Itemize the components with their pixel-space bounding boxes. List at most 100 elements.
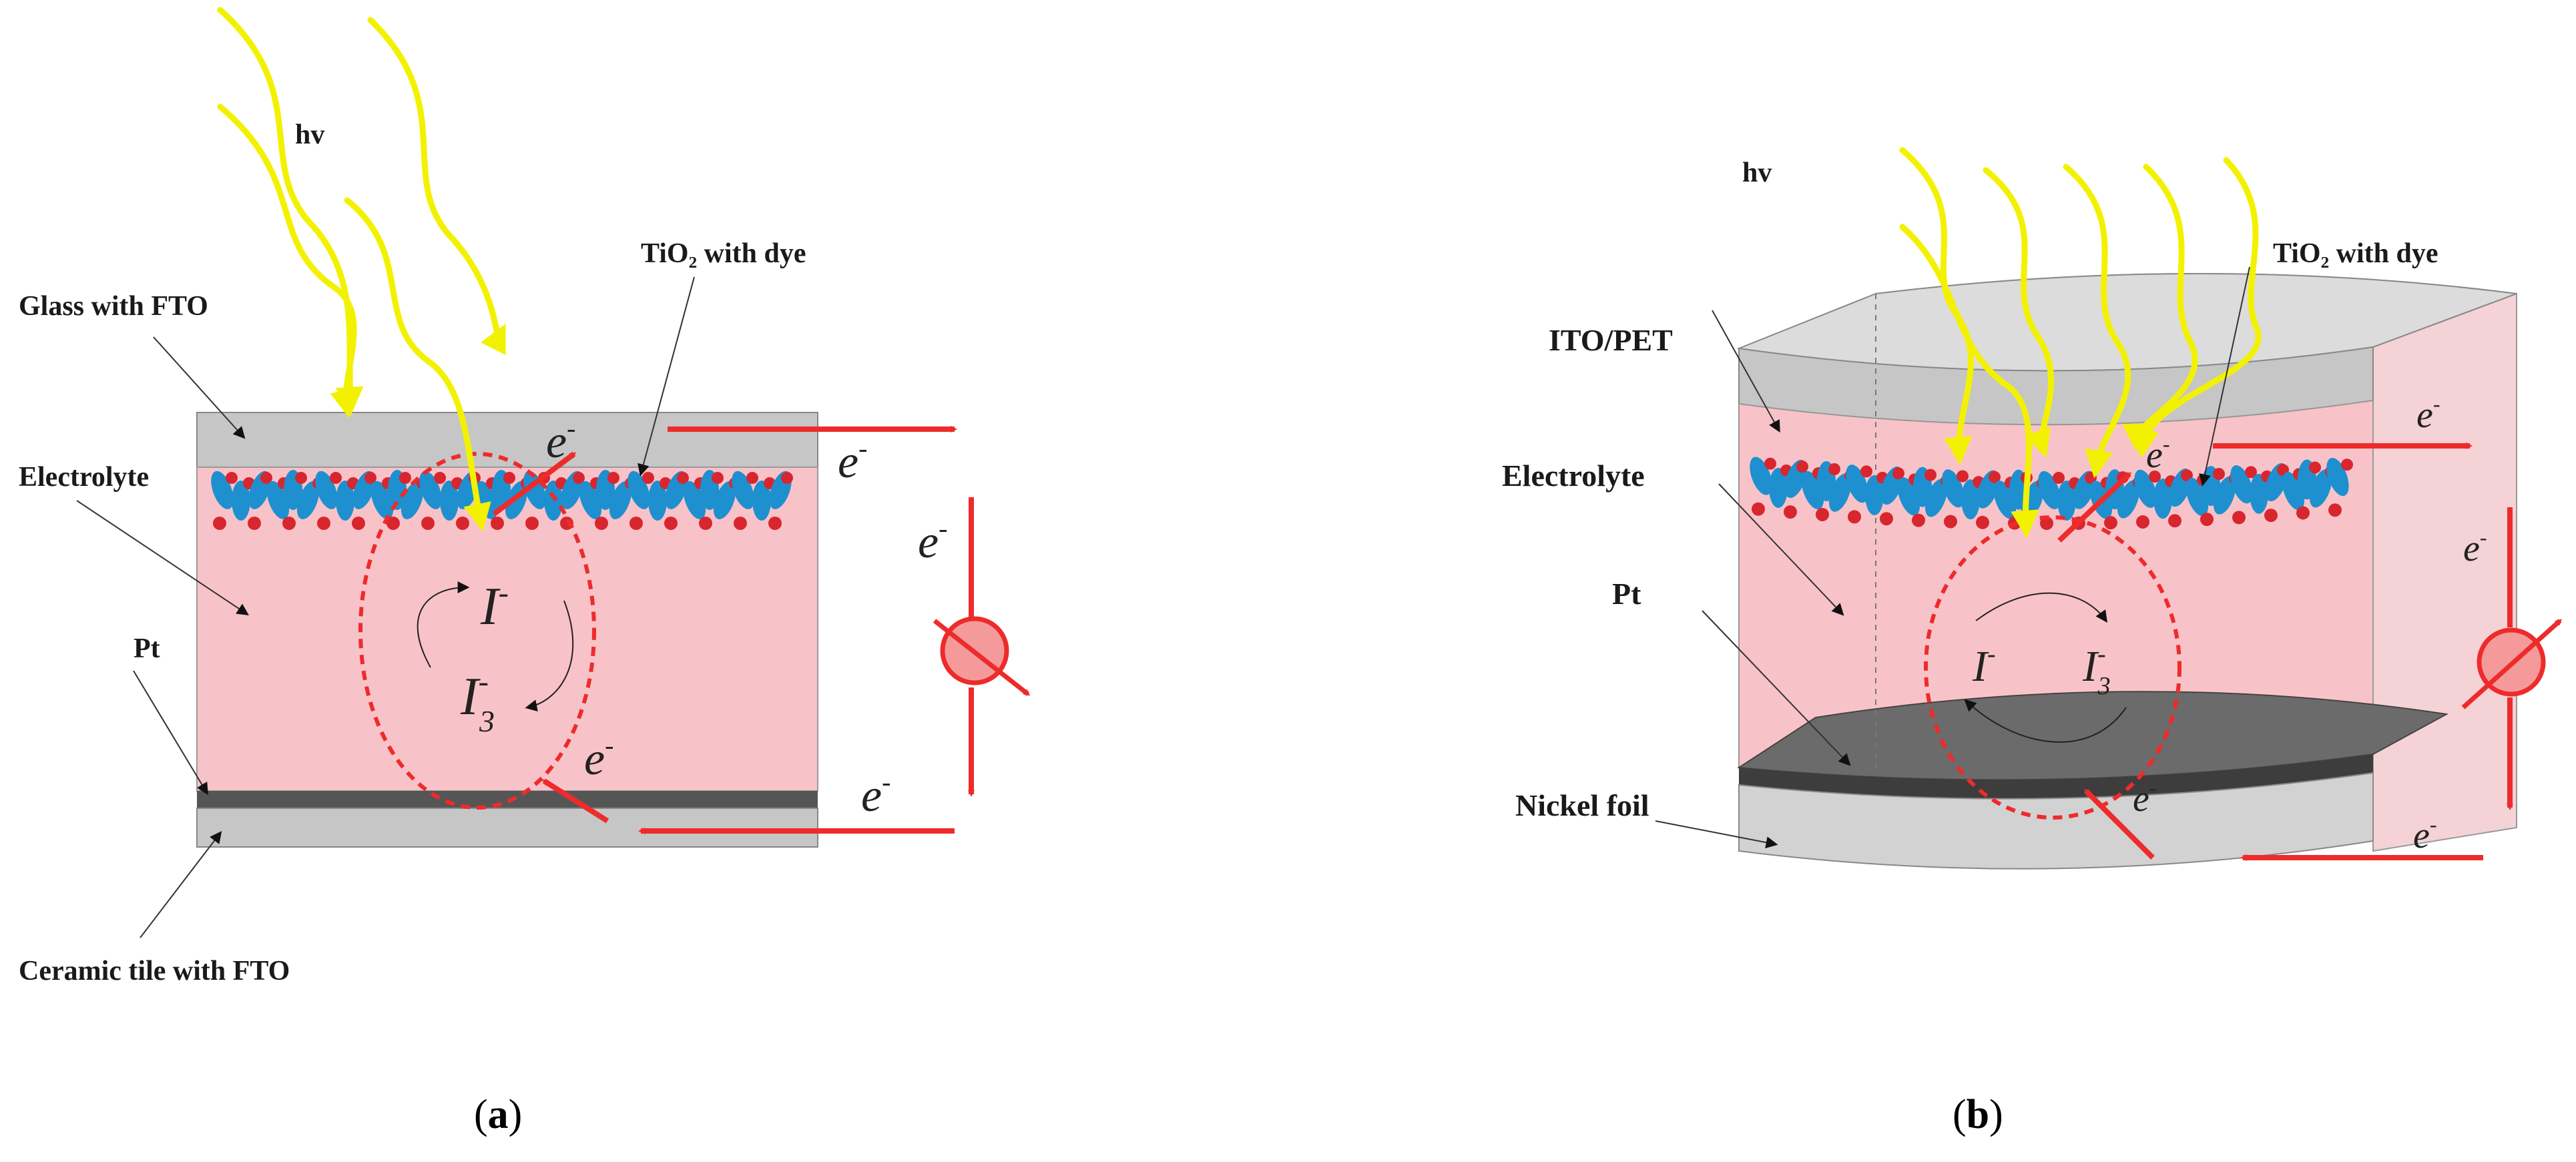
- pt-label: Pt: [134, 633, 160, 664]
- redox-curve-upper-b: [1975, 592, 2108, 623]
- dye-particle: [525, 517, 539, 530]
- dye-particle: [2149, 470, 2161, 483]
- electron-circuit: [492, 426, 975, 834]
- leader-glass: [153, 336, 246, 439]
- e-return-arrow-b: [2084, 789, 2155, 860]
- dye-molecule: [683, 481, 706, 519]
- dye-particle: [2296, 506, 2310, 520]
- e-return-arrow: [541, 778, 609, 824]
- dye-particle: [330, 472, 342, 484]
- dye-particle: [1924, 469, 1937, 481]
- dye-molecule: [266, 481, 290, 519]
- dye-particle: [2168, 514, 2181, 528]
- leader-lines-b: [1655, 266, 2250, 849]
- electron-label-return-b: e-: [2133, 776, 2157, 820]
- dye-particle: [699, 517, 712, 530]
- glass-fto-label: Glass with FTO: [19, 291, 208, 322]
- dye-particle: [226, 472, 238, 484]
- dye-particle: [2232, 511, 2246, 525]
- dye-particle: [1796, 461, 1808, 473]
- panel-b-caption: (b): [1953, 1092, 2003, 1137]
- tio2-dye-particles: [211, 470, 793, 530]
- load-resistor-arrow: [933, 619, 1031, 696]
- dye-particle: [1848, 510, 1861, 524]
- electrolyte-label: Electrolyte: [19, 462, 149, 493]
- dye-particle: [2053, 471, 2065, 484]
- dye-particle: [317, 517, 330, 530]
- dye-particle: [1764, 457, 1776, 470]
- dye-particle: [1957, 470, 1969, 483]
- tio2-label-b: TiO₂ with dye: [2273, 238, 2438, 269]
- dye-molecule: [1924, 479, 1948, 517]
- dye-particle: [1860, 465, 1872, 478]
- dye-particle: [364, 472, 376, 484]
- light-ray-b5: [2131, 157, 2262, 459]
- dye-molecule: [579, 481, 602, 519]
- redox-loop-b: [1924, 515, 2181, 820]
- electron-label-top-b: e-: [2416, 392, 2440, 436]
- electron-label-inj-b: e-: [2146, 432, 2170, 476]
- light-ray-4: [344, 197, 491, 532]
- electrolyte-layer: [196, 467, 818, 792]
- dye-particle: [629, 517, 643, 530]
- leader-lines: [76, 276, 695, 938]
- dye-particle: [573, 472, 585, 484]
- dye-particle: [248, 517, 261, 530]
- light-ray-b2: [1983, 167, 2055, 458]
- dye-particle: [1828, 463, 1840, 475]
- nickel-foil-layer: [1738, 772, 2374, 870]
- leader-tio2-b: [2199, 266, 2250, 487]
- electron-label-return: e-: [584, 730, 613, 785]
- leader-electrolyte: [76, 500, 249, 615]
- ion-i-minus: I-: [480, 575, 509, 636]
- dye-molecule: [2057, 480, 2076, 521]
- dye-particle: [282, 517, 296, 530]
- dye-particle: [746, 472, 758, 484]
- itopet-label: ITO/PET: [1549, 323, 1673, 357]
- electrolyte-label-b: Electrolyte: [1502, 459, 1645, 493]
- leader-pt-b: [1702, 610, 1851, 766]
- electron-label-injection: e-: [546, 413, 575, 468]
- dye-particle: [1816, 507, 1829, 521]
- pt-label-b: Pt: [1612, 577, 1641, 611]
- dye-molecule: [1865, 475, 1884, 515]
- dye-particle: [2136, 515, 2149, 529]
- light-rays: [217, 7, 506, 532]
- redox-curve-upper: [417, 581, 470, 668]
- dye-molecule: [609, 481, 632, 519]
- dye-molecule: [336, 481, 354, 521]
- electron-label-side: e-: [918, 513, 947, 568]
- dye-particle: [1989, 471, 2001, 483]
- dye-particle: [677, 472, 689, 484]
- dye-particle: [260, 472, 272, 484]
- redox-loop: [358, 452, 596, 810]
- dye-particle: [2040, 516, 2053, 530]
- panel-a-caption: (a): [474, 1092, 522, 1137]
- dye-molecule: [713, 481, 736, 519]
- dye-molecule: [2309, 469, 2332, 508]
- hv-label-b: hv: [1742, 158, 1772, 188]
- dye-particle: [712, 472, 724, 484]
- light-ray-2: [367, 17, 506, 355]
- dye-particle: [2213, 468, 2225, 481]
- dye-molecule: [232, 481, 250, 521]
- ceramic-tile-label: Ceramic tile with FTO: [19, 956, 290, 986]
- dye-particle: [434, 472, 446, 484]
- dye-particle: [664, 517, 678, 530]
- panel-a: I- I-3 e- e- e- e- e-: [19, 7, 1031, 1137]
- dye-particle: [1912, 513, 1925, 527]
- dye-particle: [1752, 502, 1765, 516]
- redox-curve-lower-b: [1964, 699, 2127, 743]
- leader-pt: [133, 670, 208, 796]
- dye-molecule: [2153, 479, 2172, 519]
- electron-label-bottom-b: e-: [2413, 812, 2437, 856]
- light-ray-b6: [1899, 224, 2039, 539]
- dye-molecule: [440, 481, 459, 521]
- dye-molecule: [544, 481, 563, 521]
- dye-molecule: [752, 481, 771, 521]
- dye-particle: [2328, 503, 2342, 517]
- dye-particle: [2104, 516, 2117, 530]
- e-injection-arrow: [492, 451, 577, 517]
- dye-particle: [607, 472, 619, 484]
- light-ray-b3: [2063, 164, 2131, 479]
